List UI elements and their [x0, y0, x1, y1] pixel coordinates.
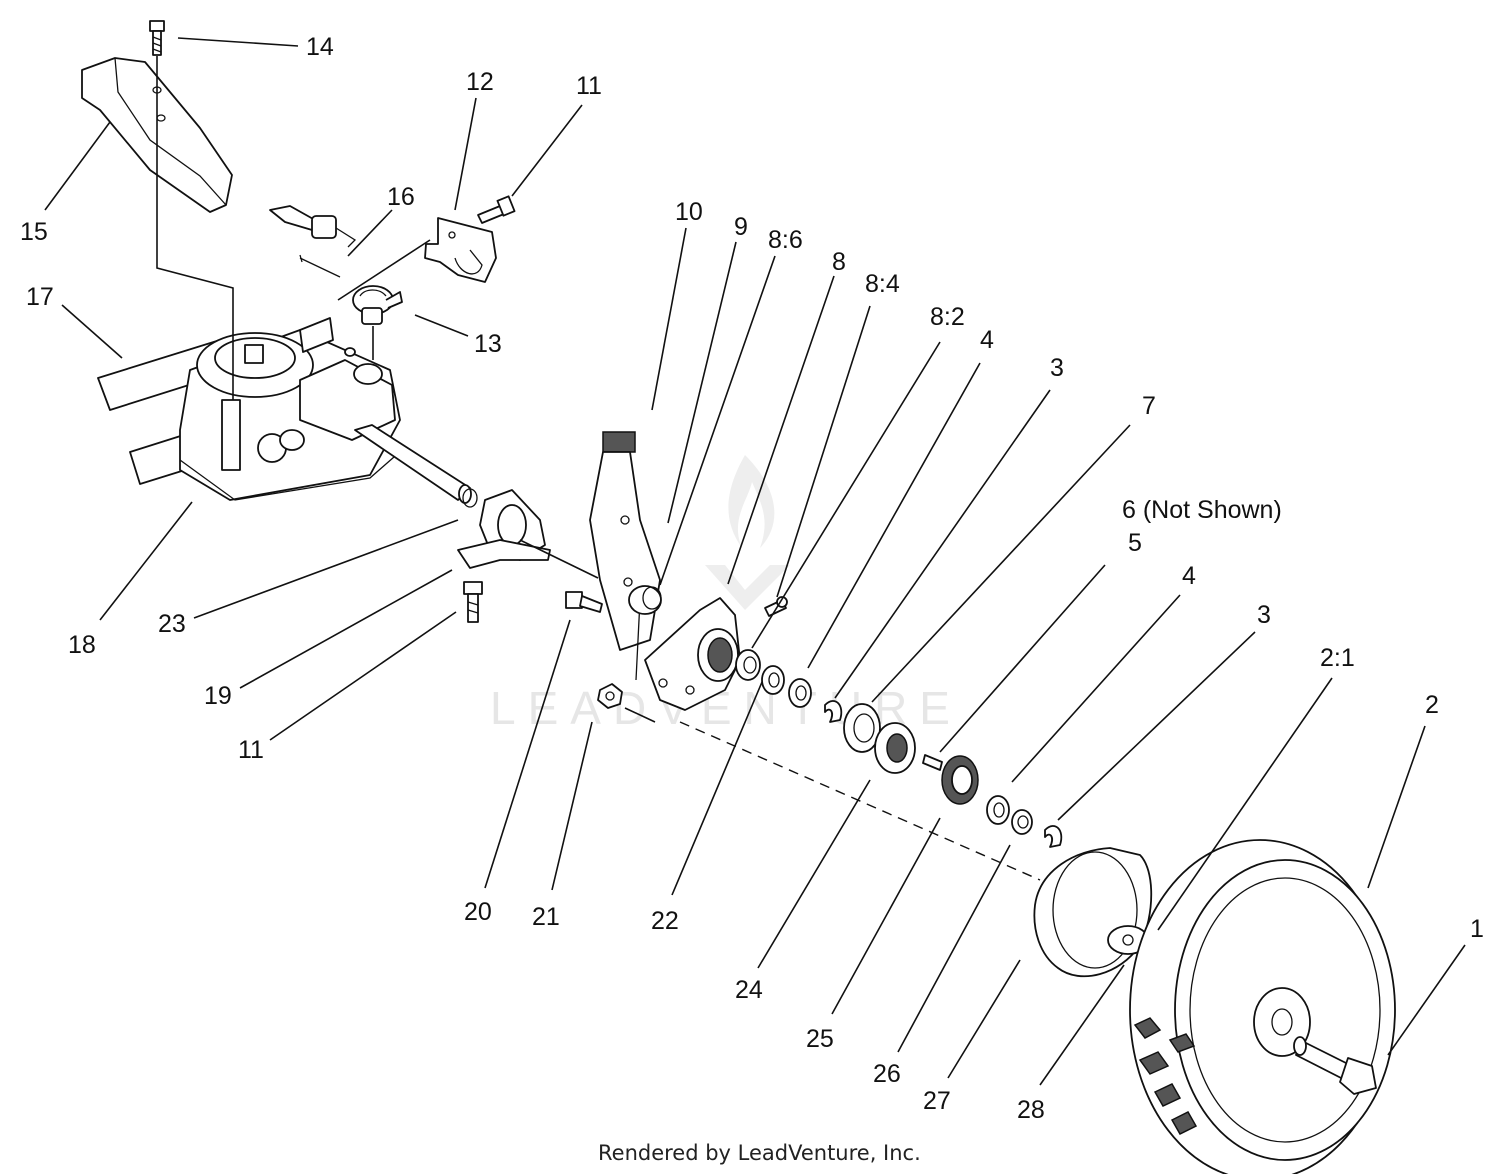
callout-10: 10 — [675, 198, 703, 226]
part-transmission-18 — [179, 317, 403, 501]
axis-line-upper — [519, 539, 599, 579]
callout-3-lower: 3 — [1257, 601, 1271, 629]
callout-8-2: 8:2 — [930, 303, 965, 331]
callout-20: 20 — [464, 898, 492, 926]
axis-line-nut — [624, 707, 656, 723]
callout-23: 23 — [158, 610, 186, 638]
part-bushing-8-6 — [628, 585, 662, 615]
callout-8: 8 — [832, 248, 846, 276]
callout-11-bottom: 11 — [238, 736, 264, 764]
part-gear-cup-27 — [1033, 847, 1153, 978]
bolt-14-path-line — [156, 56, 234, 400]
callout-28: 28 — [1017, 1096, 1045, 1124]
part-nut-21 — [597, 683, 623, 709]
callout-11-top: 11 — [576, 72, 602, 100]
callout-labels: 14 12 11 15 16 17 13 18 23 19 11 10 9 8:… — [20, 33, 1484, 1124]
callout-24: 24 — [735, 976, 763, 1004]
leader-lines — [44, 37, 1466, 1086]
callout-2-1: 2:1 — [1320, 644, 1355, 672]
axis-line — [679, 721, 1041, 881]
part-clip-upper — [824, 700, 843, 723]
part-clip-13 — [352, 285, 403, 325]
part-bolt-11-top — [477, 195, 516, 224]
part-bolt-14 — [149, 20, 165, 56]
part-pivot-arm-8 — [644, 597, 741, 711]
callout-8-4: 8:4 — [865, 270, 900, 298]
part-bolt-20 — [565, 591, 603, 613]
part-washer-3-upper — [788, 678, 812, 708]
callout-4-upper: 4 — [980, 326, 994, 354]
part-wheel-2 — [1129, 839, 1396, 1174]
part-pinion-gear-25 — [941, 755, 979, 805]
callout-22: 22 — [651, 907, 679, 935]
callout-3-upper: 3 — [1050, 354, 1064, 382]
part-washer-4-upper — [761, 665, 785, 695]
part-axle-stub — [354, 424, 478, 508]
part-bearing-24 — [874, 722, 916, 774]
callout-17: 17 — [26, 283, 54, 311]
footer-credit: Rendered by LeadVenture, Inc. — [598, 1141, 921, 1165]
callout-25: 25 — [806, 1025, 834, 1053]
callout-18: 18 — [68, 631, 96, 659]
part-bolt-11-bottom — [463, 581, 483, 623]
callout-5: 5 — [1128, 529, 1142, 557]
callout-16: 16 — [387, 183, 415, 211]
callout-8-6: 8:6 — [768, 226, 803, 254]
part-spacer-3-lower — [1011, 809, 1033, 835]
part-washer-4-lower — [986, 795, 1010, 825]
cable-path-line — [337, 239, 431, 301]
part-bracket-12 — [424, 217, 497, 283]
callout-6-not-shown: 6 (Not Shown) — [1122, 496, 1282, 524]
callout-21: 21 — [532, 903, 560, 931]
part-key-5 — [922, 754, 943, 771]
callout-15: 15 — [20, 218, 48, 246]
callout-19: 19 — [204, 682, 232, 710]
callout-1: 1 — [1470, 915, 1484, 943]
part-bearing-7 — [843, 703, 881, 753]
part-cable-16 — [269, 205, 357, 278]
part-bearing-8-2 — [735, 649, 761, 681]
callout-2: 2 — [1425, 691, 1439, 719]
part-plate-9-10 — [589, 431, 661, 681]
callout-7: 7 — [1142, 392, 1156, 420]
callout-13: 13 — [474, 330, 502, 358]
part-bearing-bracket-23 — [457, 489, 551, 569]
callout-12: 12 — [466, 68, 494, 96]
part-clip-lower — [1044, 825, 1063, 848]
callout-27: 27 — [923, 1087, 951, 1115]
part-axle-bolt-1 — [1293, 1036, 1377, 1095]
callout-9: 9 — [734, 213, 748, 241]
callout-4-lower: 4 — [1182, 562, 1196, 590]
part-grease-fitting-8-4 — [764, 596, 788, 617]
callout-26: 26 — [873, 1060, 901, 1088]
leadventure-watermark: LEADVENTURE — [490, 455, 950, 734]
callout-14: 14 — [306, 33, 334, 61]
